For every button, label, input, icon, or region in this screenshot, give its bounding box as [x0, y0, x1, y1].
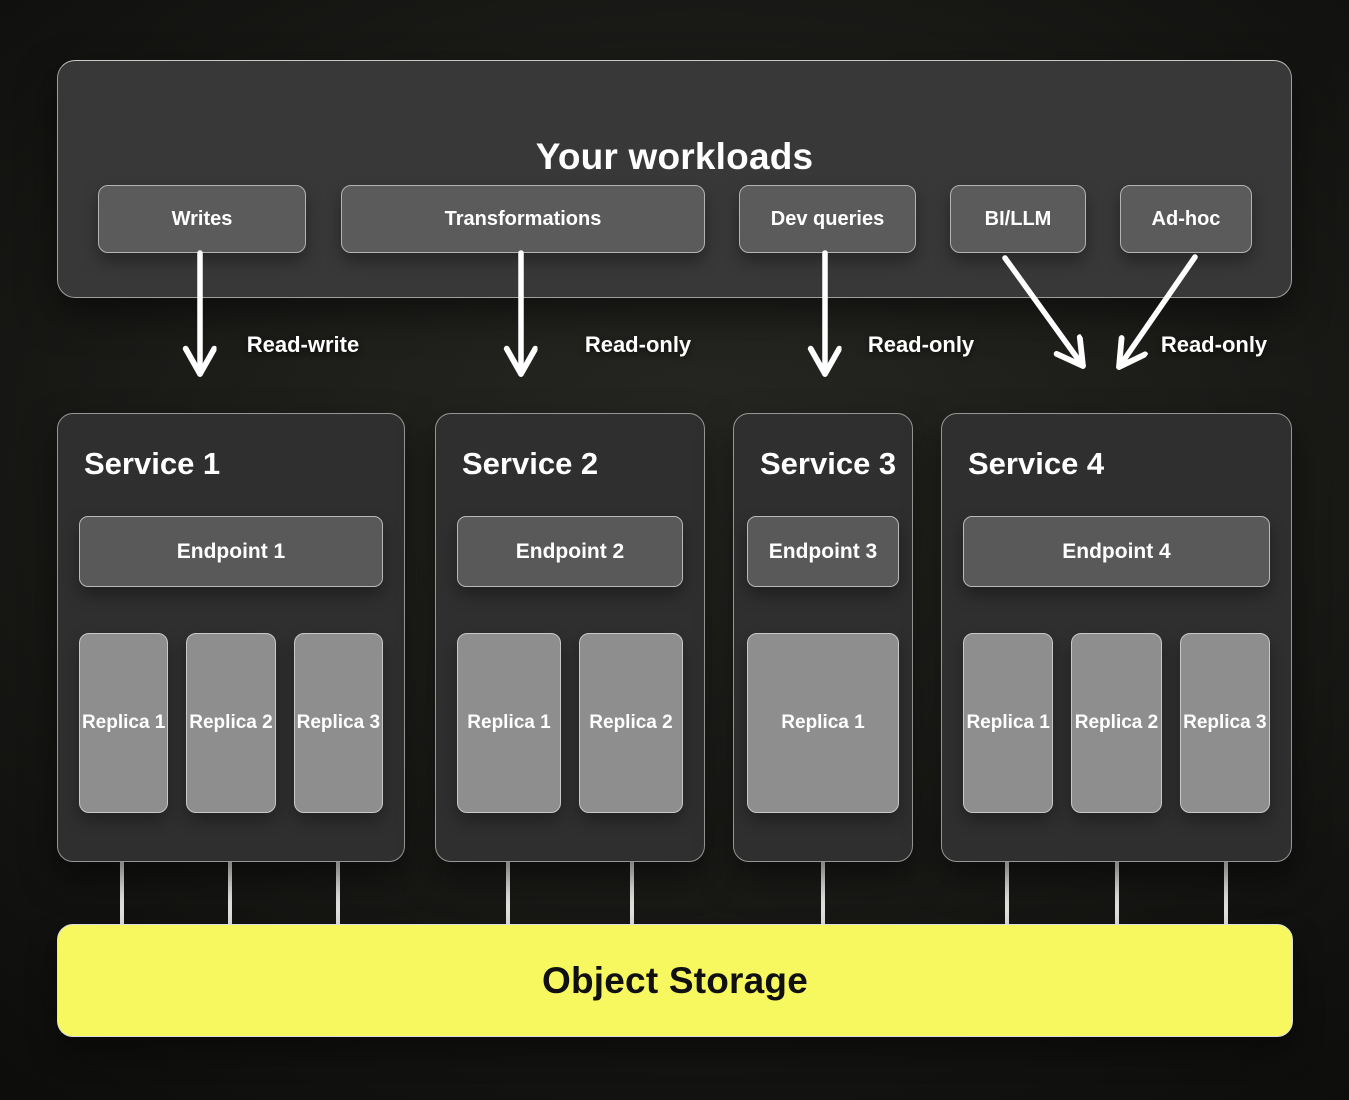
workload-chip-ad-hoc: Ad-hoc [1120, 185, 1252, 253]
workload-chip-writes: Writes [98, 185, 306, 253]
workload-chip-label: Ad-hoc [1151, 207, 1221, 230]
flow-label-read-only-2: Read-only [867, 332, 975, 357]
replica-box: Replica 3 [293, 633, 383, 813]
workload-chip-label: Dev queries [770, 207, 885, 230]
endpoint-chip-service-3: Endpoint 3 [747, 516, 899, 587]
service-panel-service-3: Service 3 Endpoint 3 Replica 1 [733, 413, 913, 862]
object-storage-label: Object Storage [542, 959, 808, 1001]
flow-label-read-write: Read-write [246, 332, 360, 357]
replicas-row: Replica 1 [747, 633, 899, 813]
workloads-title: Your workloads [535, 136, 814, 177]
workload-chip-transformations: Transformations [341, 185, 705, 253]
service-title: Service 3 [760, 446, 897, 481]
replicas-row: Replica 1 Replica 2 Replica 3 [963, 633, 1270, 813]
replica-box: Replica 2 [186, 633, 276, 813]
flow-label-read-only-3: Read-only [1160, 332, 1268, 357]
endpoint-chip-service-2: Endpoint 2 [457, 516, 683, 587]
replica-label: Replica 3 [296, 712, 381, 733]
workload-chip-label: Writes [171, 207, 233, 230]
endpoint-label: Endpoint 2 [515, 539, 625, 563]
workloads-panel: Your workloads Writes Transformations Dev … [57, 60, 1292, 298]
replica-box: Replica 2 [1071, 633, 1162, 813]
replica-box: Replica 1 [963, 633, 1054, 813]
replica-label: Replica 1 [781, 712, 865, 733]
replica-box: Replica 1 [457, 633, 561, 813]
service-title: Service 2 [462, 446, 599, 481]
service-title: Service 1 [84, 446, 221, 481]
endpoint-label: Endpoint 4 [1062, 539, 1171, 563]
endpoint-label: Endpoint 3 [768, 539, 878, 563]
replica-label: Replica 3 [1183, 712, 1267, 733]
replica-label: Replica 2 [1074, 712, 1159, 733]
replica-box: Replica 1 [747, 633, 899, 813]
workload-chip-dev-queries: Dev queries [739, 185, 916, 253]
replica-box: Replica 3 [1179, 633, 1270, 813]
flow-label-read-only-1: Read-only [584, 332, 692, 357]
replica-box: Replica 1 [79, 633, 169, 813]
connector-line-group [120, 858, 1228, 926]
object-storage-bar: Object Storage [57, 924, 1293, 1037]
replicas-row: Replica 1 Replica 2 [457, 633, 683, 813]
endpoint-chip-service-4: Endpoint 4 [963, 516, 1270, 587]
workload-chip-label: BI/LLM [984, 207, 1052, 230]
endpoint-label: Endpoint 1 [176, 539, 286, 563]
replica-label: Replica 2 [189, 712, 273, 733]
replica-label: Replica 2 [589, 712, 673, 733]
replicas-row: Replica 1 Replica 2 Replica 3 [79, 633, 383, 813]
workload-chip-label: Transformations [444, 207, 602, 230]
workload-chip-bi-llm: BI/LLM [950, 185, 1086, 253]
replica-label: Replica 1 [467, 712, 551, 733]
service-title: Service 4 [968, 446, 1105, 481]
replica-box: Replica 2 [579, 633, 683, 813]
service-panel-service-2: Service 2 Endpoint 2 Replica 1 Replica 2 [435, 413, 705, 862]
replica-label: Replica 1 [81, 712, 166, 733]
replica-label: Replica 1 [966, 712, 1050, 733]
endpoint-chip-service-1: Endpoint 1 [79, 516, 383, 587]
